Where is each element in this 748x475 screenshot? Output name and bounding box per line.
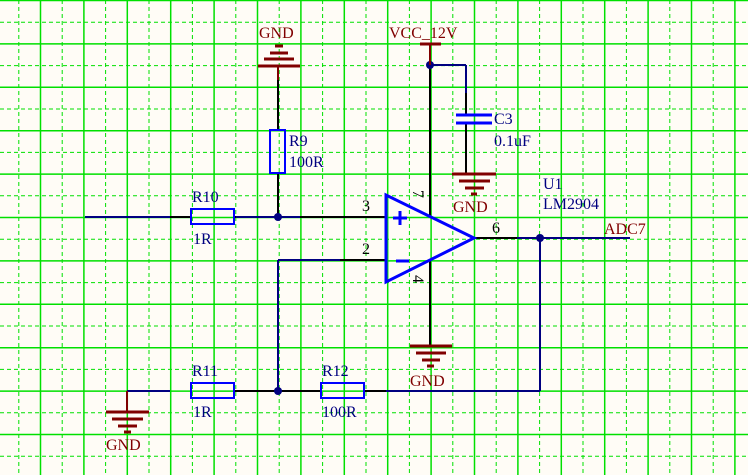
r10-body[interactable] xyxy=(190,208,235,225)
u1-value: LM2904 xyxy=(543,196,599,213)
junction-r11-r12[interactable] xyxy=(274,387,282,395)
pin4-number: 4 xyxy=(409,275,426,283)
c3-symbol[interactable] xyxy=(456,93,492,125)
adc7-net-label[interactable]: ADC7 xyxy=(604,221,646,238)
r12-body[interactable] xyxy=(320,382,365,399)
gnd-left-label: GND xyxy=(106,437,141,454)
power-symbols xyxy=(106,42,496,434)
pin3-number: 3 xyxy=(362,198,370,215)
gnd-top-label: GND xyxy=(259,25,294,42)
r10-value: 1R xyxy=(193,231,212,248)
c3-value: 0.1uF xyxy=(494,133,531,150)
gnd-top-symbol[interactable] xyxy=(258,44,300,80)
r10-designator: R10 xyxy=(192,189,219,206)
gnd-u1-symbol[interactable] xyxy=(410,344,452,368)
r12-value: 100R xyxy=(322,404,357,421)
u1-triangle xyxy=(384,192,478,285)
gnd-left-symbol[interactable] xyxy=(106,391,149,434)
vcc-symbol[interactable] xyxy=(420,42,441,65)
gnd-c3-symbol[interactable] xyxy=(452,172,496,196)
pin2-number: 2 xyxy=(362,241,370,258)
gnd-c3-label: GND xyxy=(453,199,488,216)
labels: GND VCC_12V GND GND GND ADC7 R9 100R R10… xyxy=(106,25,646,454)
u1-designator: U1 xyxy=(543,176,563,193)
r11-designator: R11 xyxy=(192,363,218,380)
r9-body[interactable] xyxy=(269,129,286,174)
c3-designator: C3 xyxy=(494,111,513,128)
junction-r9-r10[interactable] xyxy=(274,213,282,221)
r11-body[interactable] xyxy=(190,382,235,399)
gnd-u1-label: GND xyxy=(410,373,445,390)
pins xyxy=(170,65,517,392)
pin7-number: 7 xyxy=(409,190,426,198)
r9-value: 100R xyxy=(289,154,324,171)
wires xyxy=(85,64,630,392)
r12-designator: R12 xyxy=(322,363,349,380)
pin6-number: 6 xyxy=(492,220,500,237)
resistors xyxy=(190,129,365,399)
u1-opamp[interactable] xyxy=(384,192,478,285)
r9-designator: R9 xyxy=(289,133,308,150)
r11-value: 1R xyxy=(193,404,212,421)
junctions xyxy=(274,61,544,395)
junction-output[interactable] xyxy=(536,234,544,242)
vcc-label: VCC_12V xyxy=(389,25,458,42)
